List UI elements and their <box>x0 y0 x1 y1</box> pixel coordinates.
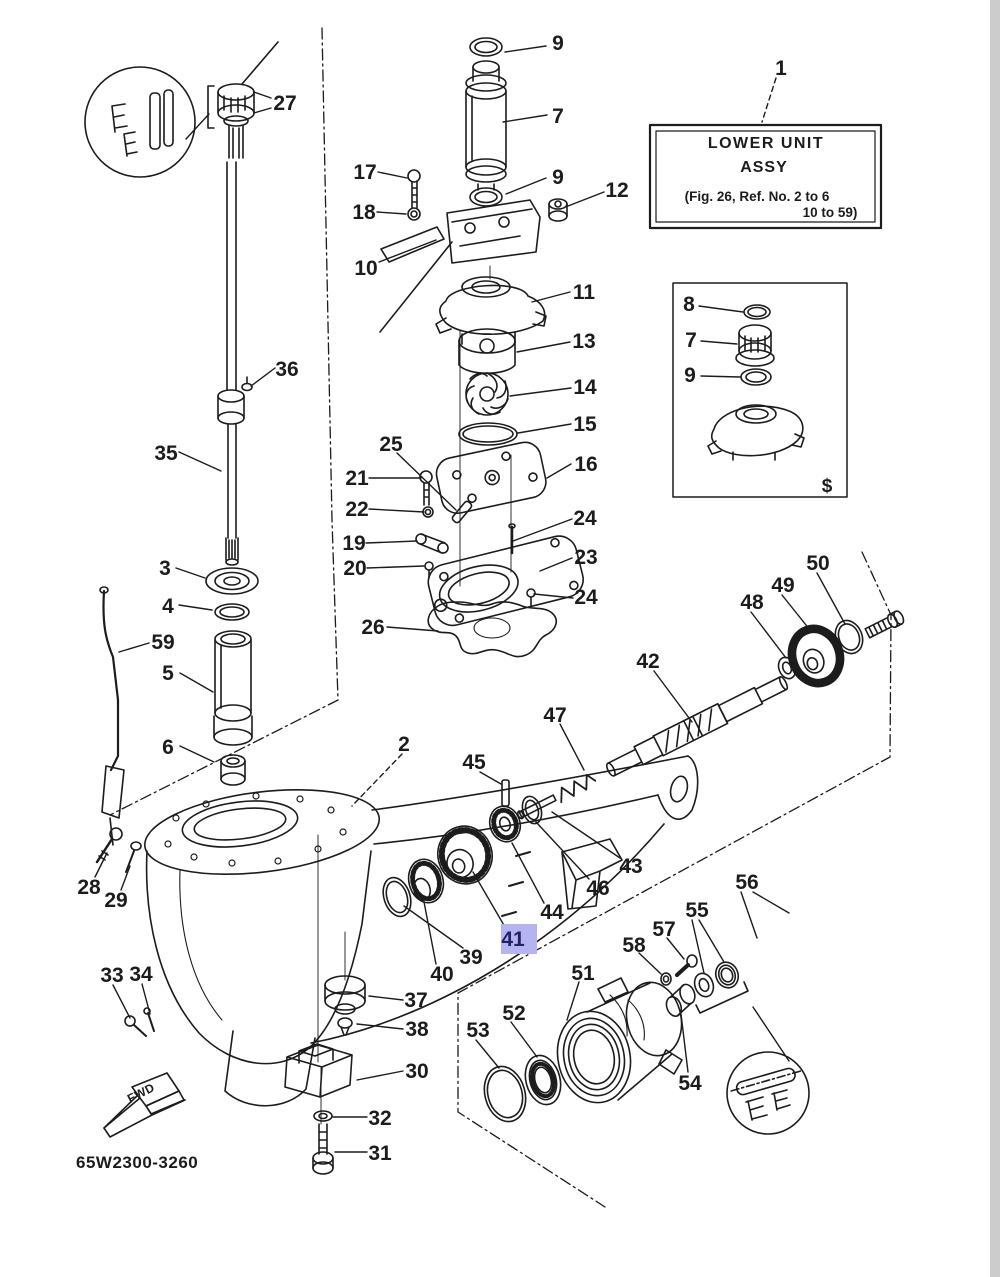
callout-46[interactable]: 46 <box>586 877 609 900</box>
figure-ref-box <box>648 123 883 230</box>
callout-20[interactable]: 20 <box>343 557 366 580</box>
callout-47[interactable]: 47 <box>543 704 566 727</box>
callout-31[interactable]: 31 <box>368 1142 392 1165</box>
callout-3[interactable]: 3 <box>159 557 171 580</box>
callout-29[interactable]: 29 <box>104 889 127 912</box>
callout-12[interactable]: 12 <box>605 179 628 202</box>
callout-32[interactable]: 32 <box>368 1107 391 1130</box>
page-edge-strip <box>990 0 1000 1277</box>
callout-49[interactable]: 49 <box>771 574 794 597</box>
callout-13[interactable]: 13 <box>572 330 595 353</box>
callout-39[interactable]: 39 <box>459 946 482 969</box>
ref-box-line1: LOWER UNIT <box>708 135 824 152</box>
shift-rod-tube-art <box>213 630 253 786</box>
callout-37[interactable]: 37 <box>404 989 427 1012</box>
bearing-carrier-cluster-art <box>483 954 749 1123</box>
gear-case-art <box>95 755 699 1107</box>
callout-41[interactable]: 41 <box>501 928 525 951</box>
callout-24[interactable]: 24 <box>574 586 598 609</box>
callout-43[interactable]: 43 <box>619 855 642 878</box>
callout-50[interactable]: 50 <box>806 552 829 575</box>
callout-25[interactable]: 25 <box>379 433 403 456</box>
callout-15[interactable]: 15 <box>573 413 597 436</box>
water-pump-parts-art <box>379 37 584 658</box>
ref-box-line3: (Fig. 26, Ref. No. 2 to 6 <box>685 189 830 204</box>
callout-7[interactable]: 7 <box>685 329 697 352</box>
shift-rod-art <box>99 586 125 846</box>
callout-59[interactable]: 59 <box>151 631 174 654</box>
key-detail-circle <box>726 1051 810 1135</box>
forward-gear-cluster-art <box>382 779 543 918</box>
callout-52[interactable]: 52 <box>502 1002 525 1025</box>
callout-28[interactable]: 28 <box>77 876 101 899</box>
callout-9[interactable]: 9 <box>552 32 564 55</box>
callout-48[interactable]: 48 <box>740 591 764 614</box>
text-layer: LOWER UNIT ASSY (Fig. 26, Ref. No. 2 to … <box>76 135 857 1172</box>
callout-53[interactable]: 53 <box>466 1019 489 1042</box>
callout-7[interactable]: 7 <box>552 105 564 128</box>
callout-18[interactable]: 18 <box>352 201 376 224</box>
callout-11[interactable]: 11 <box>573 281 596 304</box>
callout-24[interactable]: 24 <box>573 507 597 530</box>
callout-54[interactable]: 54 <box>678 1072 702 1095</box>
driveshaft-art <box>205 161 259 621</box>
callout-19[interactable]: 19 <box>342 532 365 555</box>
callout-5[interactable]: 5 <box>162 662 174 685</box>
callout-highlight <box>501 924 537 954</box>
callout-38[interactable]: 38 <box>405 1018 429 1041</box>
callout-33[interactable]: 33 <box>100 964 123 987</box>
callout-8[interactable]: 8 <box>683 293 695 316</box>
callout-56[interactable]: 56 <box>735 871 758 894</box>
callout-27[interactable]: 27 <box>273 92 296 115</box>
callout-58[interactable]: 58 <box>622 934 646 957</box>
reverse-gear-art <box>777 610 905 688</box>
callout-40[interactable]: 40 <box>430 963 453 986</box>
callout-14[interactable]: 14 <box>573 376 597 399</box>
driveshaft-top-nut-art <box>207 41 279 159</box>
inset-marker: $ <box>822 476 833 497</box>
fwd-arrow <box>103 1072 186 1138</box>
callout-2[interactable]: 2 <box>398 733 410 756</box>
inset-detail-box <box>672 282 848 498</box>
callout-45[interactable]: 45 <box>462 751 486 774</box>
callout-10[interactable]: 10 <box>354 257 377 280</box>
fwd-label: FWD <box>125 1080 157 1106</box>
callout-44[interactable]: 44 <box>540 901 564 924</box>
anode-and-bracket-art <box>284 975 366 1175</box>
callout-17[interactable]: 17 <box>353 161 376 184</box>
callout-55[interactable]: 55 <box>685 899 709 922</box>
callout-36[interactable]: 36 <box>275 358 298 381</box>
callout-9[interactable]: 9 <box>684 364 696 387</box>
callout-42[interactable]: 42 <box>636 650 659 673</box>
callout-9[interactable]: 9 <box>552 166 564 189</box>
callout-6[interactable]: 6 <box>162 736 174 759</box>
prop-shaft-art <box>516 675 789 820</box>
callout-4[interactable]: 4 <box>162 595 174 618</box>
callout-23[interactable]: 23 <box>574 546 597 569</box>
callout-22[interactable]: 22 <box>345 498 368 521</box>
callout-21[interactable]: 21 <box>345 467 369 490</box>
drawing-number: 65W2300-3260 <box>76 1153 198 1172</box>
ref-box-line4: 10 to 59) <box>803 205 858 220</box>
leader-lines <box>94 45 846 1153</box>
callout-34[interactable]: 34 <box>129 963 153 986</box>
callout-57[interactable]: 57 <box>652 918 675 941</box>
callout-51[interactable]: 51 <box>571 962 595 985</box>
ref-box-line2: ASSY <box>740 159 788 176</box>
callout-1[interactable]: 1 <box>775 57 787 80</box>
callout-30[interactable]: 30 <box>405 1060 428 1083</box>
driveshaft-spline-detail-circle <box>84 66 196 178</box>
callout-16[interactable]: 16 <box>574 453 597 476</box>
callout-26[interactable]: 26 <box>361 616 384 639</box>
callout-35[interactable]: 35 <box>154 442 178 465</box>
